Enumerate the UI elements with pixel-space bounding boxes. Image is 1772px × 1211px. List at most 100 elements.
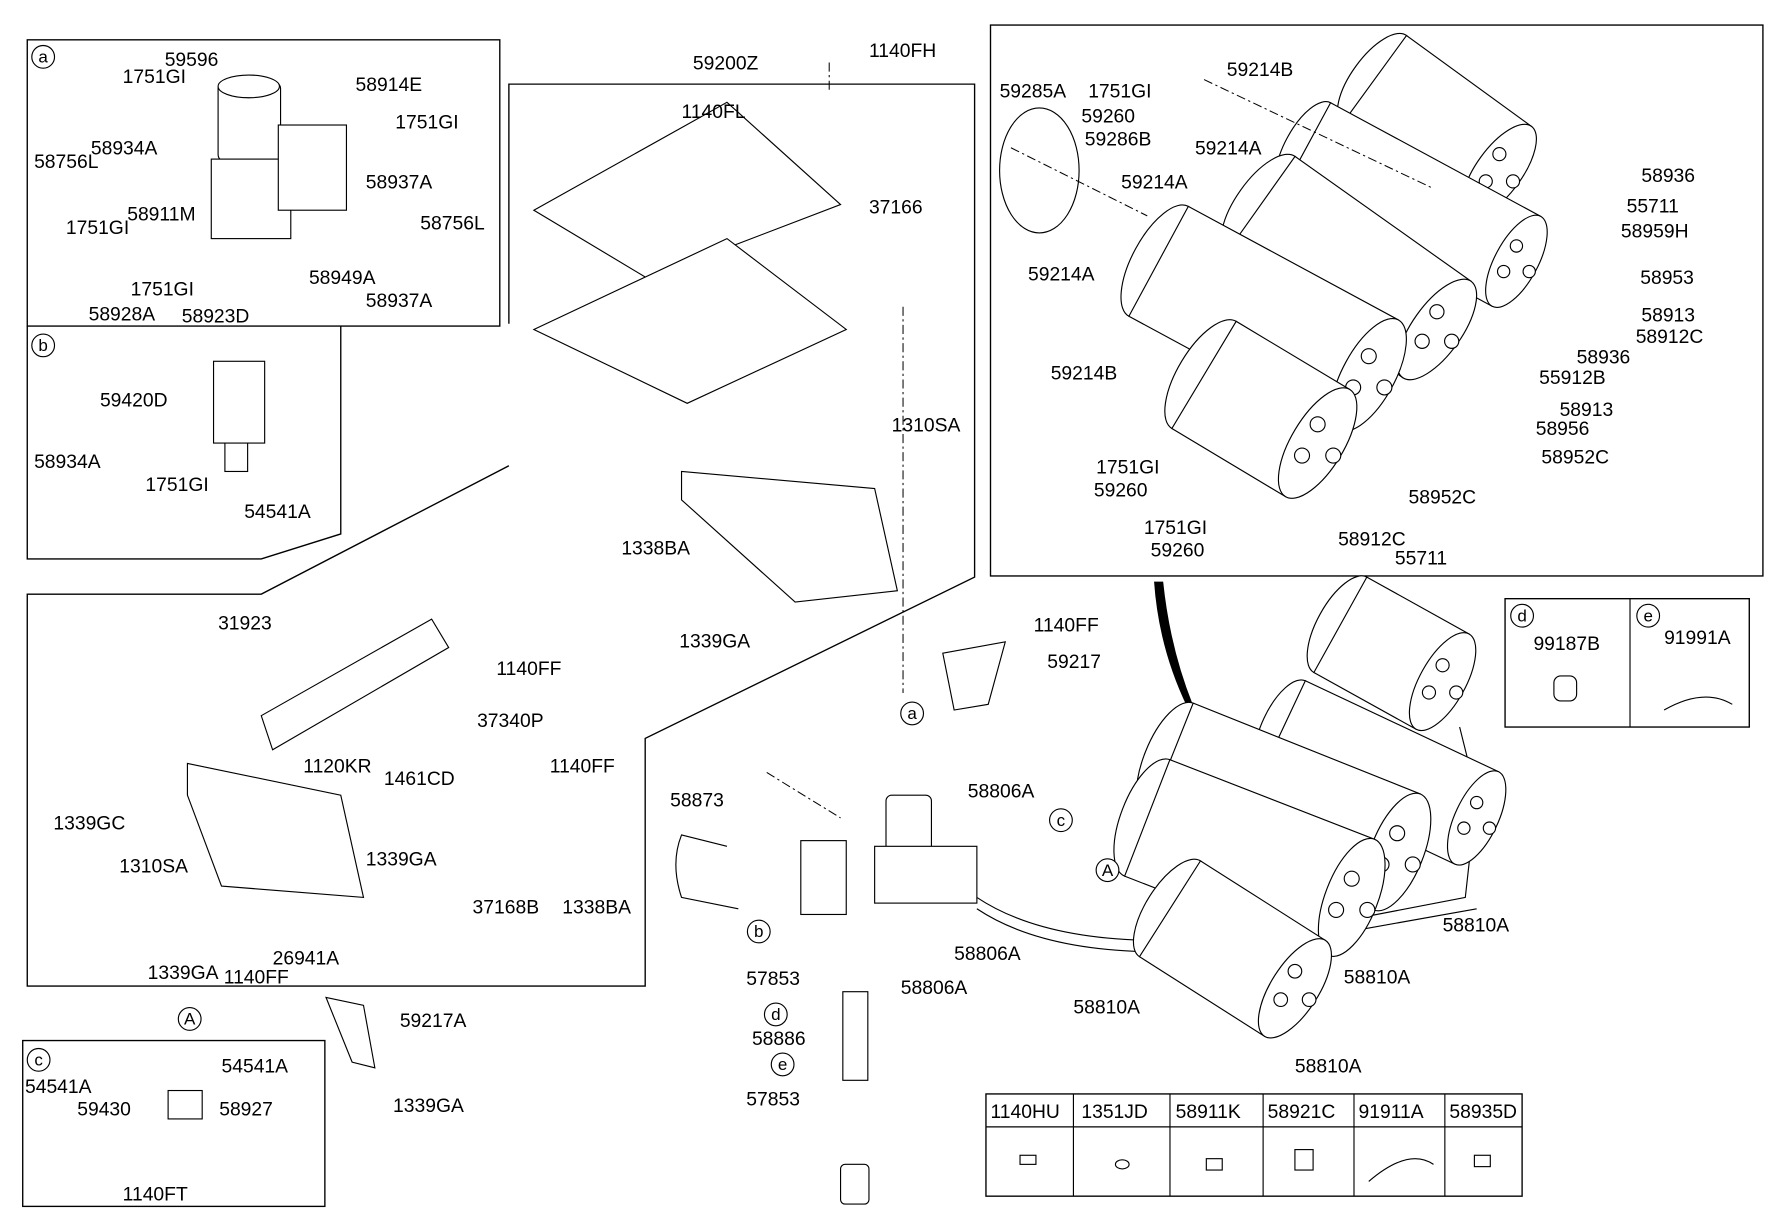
- tank-port: [1435, 658, 1450, 673]
- assembly-labels: 58873 58806A 58806A 57853 58806A 58810A …: [670, 781, 1509, 1110]
- bolt-icon: [1019, 1154, 1037, 1165]
- tanks-panel-labels: 59285A 1751GI 59214B 59260 59286B 59214A…: [1000, 60, 1704, 569]
- part-label: 1339GA: [393, 1096, 464, 1117]
- part-label: 1339GC: [53, 813, 125, 834]
- part-label: 58756L: [420, 214, 485, 235]
- part-label: 37340P: [477, 711, 544, 732]
- leader-line: [766, 772, 841, 819]
- part-label: 58937A: [366, 291, 433, 312]
- part-label: 55912B: [1539, 368, 1606, 389]
- part-label: 58923D: [182, 307, 250, 328]
- part-label: 1310SA: [892, 416, 961, 437]
- part-label: 1751GI: [123, 67, 186, 88]
- assembly-marker-a: a: [907, 704, 917, 723]
- frame-section-border: [26, 83, 976, 987]
- tank-port: [1360, 348, 1377, 365]
- tank-port: [1457, 821, 1471, 835]
- part-label: 59285A: [1000, 82, 1067, 103]
- washer-icon: [1114, 1159, 1130, 1170]
- part-illustrations: [167, 74, 1478, 1205]
- tank-port: [1328, 901, 1345, 918]
- valve-59430: [167, 1089, 203, 1120]
- tank-strap-59285a: [999, 107, 1080, 234]
- assembly-valve: [874, 845, 978, 904]
- table-header: 1140HU: [991, 1102, 1060, 1123]
- tank-port: [1325, 447, 1342, 464]
- part-label: 57853: [746, 1089, 800, 1110]
- part-label: 1461CD: [384, 769, 455, 790]
- callout-arrow: [1154, 581, 1193, 707]
- part-label: 1338BA: [621, 538, 690, 559]
- part-label: 58936: [1641, 166, 1695, 187]
- panel-a-labels: 59596 1751GI 58914E 1751GI 58934A 58756L…: [34, 50, 485, 328]
- table-header: 91911A: [1359, 1102, 1424, 1123]
- air-dryer-top: [217, 74, 280, 99]
- bracket-59217a: [325, 996, 376, 1069]
- table-header: 58911K: [1176, 1102, 1241, 1123]
- frame-marker-a: A: [184, 1010, 196, 1029]
- part-label: 59260: [1094, 480, 1148, 501]
- air-tank: [1113, 758, 1386, 957]
- tank-port: [1522, 264, 1536, 279]
- part-label: 59217A: [400, 1011, 467, 1032]
- part-label: 1310SA: [119, 856, 188, 877]
- bracket-plate: [680, 470, 899, 603]
- tank-port: [1492, 146, 1507, 162]
- support-plate: [532, 237, 848, 404]
- part-label: 26941A: [273, 948, 340, 969]
- part-label: 57853: [746, 969, 800, 990]
- assembly-dryer: [885, 794, 933, 853]
- table-header: 58935D: [1449, 1102, 1517, 1123]
- part-label: 54541A: [244, 502, 311, 523]
- table-header: 1351JD: [1081, 1102, 1148, 1123]
- part-label: 59214B: [1051, 363, 1118, 384]
- part-label: 58953: [1640, 268, 1694, 289]
- part-label: 54541A: [25, 1077, 92, 1098]
- frame-labels: 59200Z 1140FH 1140FL 37166 1310SA 1338BA…: [53, 41, 1101, 1117]
- bracket-plate-left: [186, 762, 365, 899]
- part-label: 58934A: [91, 139, 158, 160]
- part-label: 58927: [219, 1100, 273, 1121]
- part-label: 55711: [1395, 549, 1447, 570]
- tank-port: [1482, 821, 1497, 835]
- part-label: 37166: [869, 198, 923, 219]
- part-label: 99187B: [1533, 634, 1600, 655]
- tank-port: [1469, 795, 1484, 810]
- tank-port: [1421, 685, 1437, 700]
- tank-port: [1273, 992, 1289, 1008]
- part-label: 58810A: [1344, 968, 1411, 989]
- air-tank: [1306, 575, 1477, 732]
- air-tank: [1164, 319, 1358, 499]
- panel-c-marker: c: [34, 1051, 43, 1070]
- part-label: 1140FF: [550, 756, 615, 777]
- panel-b-labels: 59420D 58934A 1751GI 54541A: [34, 391, 311, 523]
- hose-58886: [842, 991, 869, 1081]
- part-label: 59286B: [1085, 129, 1152, 150]
- part-label: 58810A: [1443, 916, 1510, 937]
- part-label: 1339GA: [366, 850, 437, 871]
- part-label: 1751GI: [131, 279, 194, 300]
- part-label: 59217: [1047, 652, 1101, 673]
- part-label: 1751GI: [145, 475, 208, 496]
- part-label: 58810A: [1295, 1056, 1362, 1077]
- assembly-marker-b: b: [754, 922, 763, 941]
- part-label: 58936: [1577, 348, 1631, 369]
- part-label: 1751GI: [1144, 518, 1207, 539]
- part-label: 1140FL: [682, 102, 746, 123]
- valve-fitting: [224, 442, 249, 473]
- tanks-panel-frame: [989, 24, 1764, 577]
- part-label: 58949A: [309, 268, 376, 289]
- tank-port: [1404, 856, 1421, 873]
- part-label: 58952C: [1541, 448, 1609, 469]
- part-label: 58914E: [356, 75, 423, 96]
- tank-port: [1496, 264, 1511, 279]
- air-tank: [1132, 858, 1333, 1039]
- panel-b-frame: [26, 326, 342, 560]
- part-label: 58912C: [1338, 529, 1406, 550]
- table-header: 58921C: [1268, 1102, 1336, 1123]
- part-label: 59260: [1081, 107, 1135, 128]
- part-label: 54541A: [222, 1056, 289, 1077]
- panel-e-marker: e: [1643, 606, 1652, 625]
